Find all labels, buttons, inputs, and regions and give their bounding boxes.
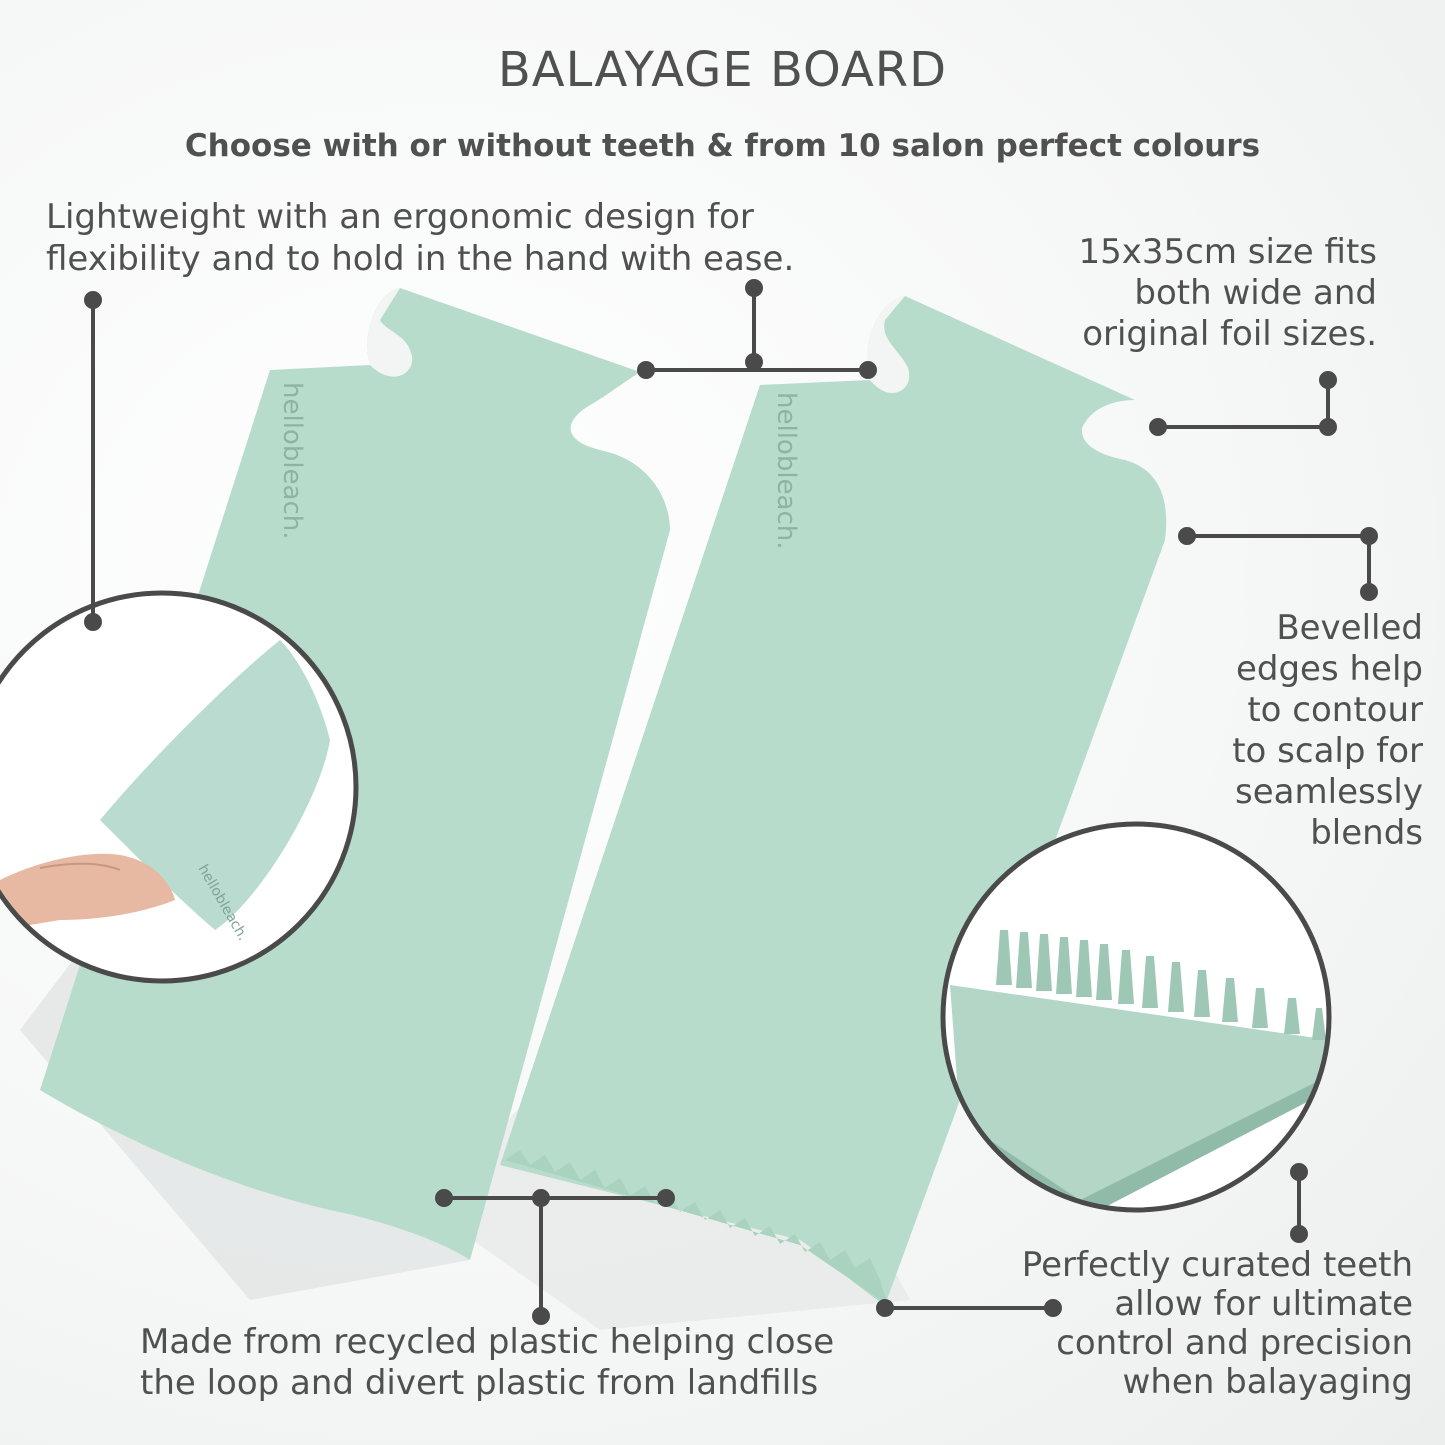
page-title: BALAYAGE BOARD <box>497 42 948 98</box>
callout-line: blends <box>1310 813 1423 853</box>
leader-bevelled <box>1178 527 1378 601</box>
callout-line: seamlessly <box>1235 772 1423 812</box>
callout-line: Bevelled <box>1276 608 1423 648</box>
inset-hand-flexibility: hellobleach. <box>0 590 359 984</box>
brand-mark-right: hellobleach. <box>771 392 801 550</box>
callout-line: to scalp for <box>1232 731 1423 771</box>
callout-line: 15x35cm size fits <box>1078 232 1377 272</box>
callout-size: 15x35cm size fits both wide and original… <box>957 232 1377 355</box>
leader-lightweight <box>84 291 102 631</box>
callout-recycled: Made from recycled plastic helping close… <box>140 1322 940 1404</box>
page-subtitle: Choose with or without teeth & from 10 s… <box>184 128 1261 164</box>
inset-teeth-closeup <box>940 821 1332 1213</box>
board-with-teeth: hellobleach. <box>500 296 1167 1305</box>
callout-line: the loop and divert plastic from landfil… <box>140 1363 819 1403</box>
brand-mark-left: hellobleach. <box>277 382 307 540</box>
callout-line: edges help <box>1235 649 1423 689</box>
callout-line: control and precision <box>1056 1323 1413 1363</box>
leader-teeth <box>876 1163 1308 1317</box>
callout-line: flexibility and to hold in the hand with… <box>46 239 795 279</box>
callout-bevelled-edges: Bevelled edges help to contour to scalp … <box>1163 608 1423 854</box>
callout-teeth: Perfectly curated teeth allow for ultima… <box>893 1246 1413 1402</box>
callout-line: to contour <box>1247 690 1423 730</box>
leader-size <box>1149 371 1337 436</box>
callout-lightweight: Lightweight with an ergonomic design for… <box>46 196 946 280</box>
leader-ergonomic-handle <box>637 279 877 379</box>
leader-recycled <box>435 1189 675 1325</box>
callout-line: Made from recycled plastic helping close <box>140 1322 835 1362</box>
callout-line: Lightweight with an ergonomic design for <box>46 197 754 237</box>
callout-line: allow for ultimate <box>1114 1284 1413 1324</box>
callout-line: original foil sizes. <box>1082 314 1377 354</box>
callout-line: both wide and <box>1134 273 1377 313</box>
callout-line: Perfectly curated teeth <box>1021 1245 1413 1285</box>
callout-line: when balayaging <box>1122 1362 1413 1402</box>
